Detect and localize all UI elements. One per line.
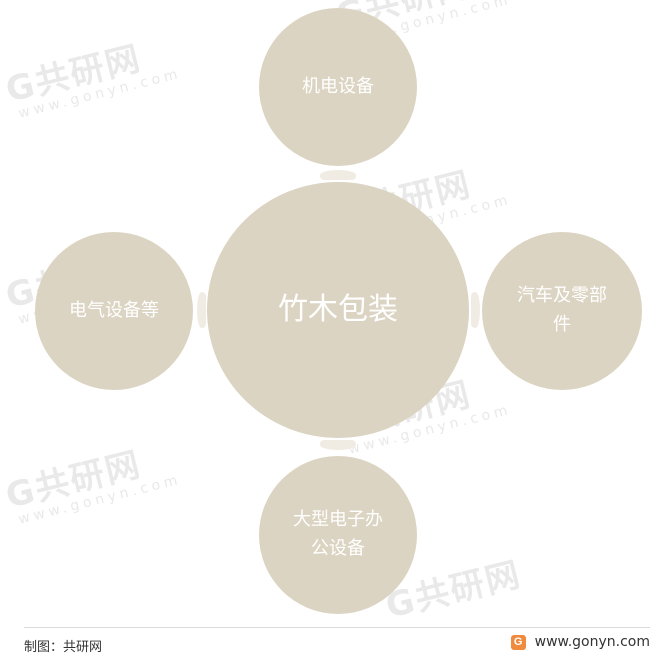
node-center: 竹木包装 (207, 182, 469, 438)
connector-arrow-right (471, 292, 480, 328)
footer-site: G www.gonyn.com (510, 634, 650, 650)
connector-arrow-bottom (320, 440, 356, 450)
connector-arrow-left (197, 292, 206, 328)
gonyn-logo-icon: G (510, 634, 526, 650)
watermark-logo: G共研网 (1, 38, 146, 111)
node-top-label: 机电设备 (302, 75, 374, 97)
footer-site-url: www.gonyn.com (534, 634, 650, 650)
watermark-url: www.gonyn.com (16, 471, 183, 528)
footer-credit: 制图：共研网 (24, 640, 103, 655)
node-top: 机电设备 (259, 8, 417, 166)
node-right-label-line: 汽车及零部 (517, 285, 607, 307)
node-left-label: 电气设备等 (69, 299, 159, 321)
connector-arrow-top (320, 170, 356, 180)
node-left: 电气设备等 (35, 232, 193, 390)
watermark-url: www.gonyn.com (16, 65, 183, 122)
watermark: G共研网 www.gonyn.com (0, 22, 183, 123)
node-bottom: 大型电子办 公设备 (259, 456, 417, 614)
node-right-label-line: 件 (553, 314, 571, 335)
node-right: 汽车及零部 件 (482, 232, 642, 390)
watermark-logo: G共研网 (1, 444, 146, 517)
footer-divider (24, 627, 650, 628)
node-bottom-label-line: 大型电子办 (293, 509, 383, 531)
node-bottom-label-line: 公设备 (311, 538, 365, 559)
watermark: G共研网 www.gonyn.com (0, 428, 183, 529)
node-center-label: 竹木包装 (278, 292, 398, 327)
